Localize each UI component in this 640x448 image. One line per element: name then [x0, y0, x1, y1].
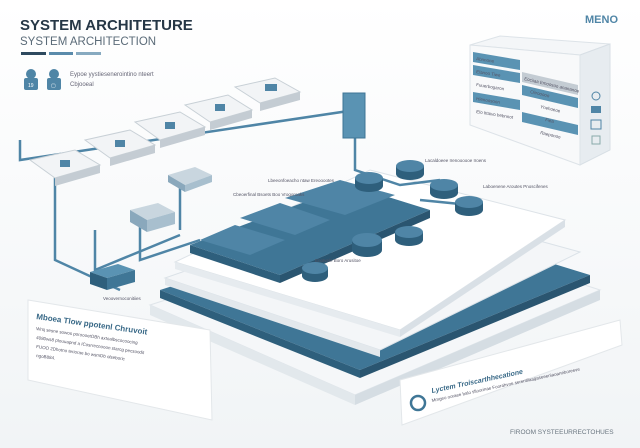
- menu-item[interactable]: Abnnone: [476, 56, 495, 64]
- diagram-label: Lacaldoeee Irenoooooe Iroens: [425, 158, 487, 163]
- server-block[interactable]: [133, 111, 207, 148]
- menu-item[interactable]: Elo Ittaivo bebnnot: [476, 109, 514, 120]
- menu-item[interactable]: Ynehoeoe: [540, 104, 562, 114]
- callout-left: Mboea Tlow ppotenl Chruvoit Wrsj sesne s…: [27, 299, 213, 421]
- service-node[interactable]: [430, 179, 458, 199]
- menu-item[interactable]: Oiirooooo: [530, 89, 551, 98]
- module-block[interactable]: [240, 203, 330, 235]
- divider: [76, 52, 101, 55]
- diagram-label: Laboenene Aroutes Pnoscifenes: [483, 184, 549, 189]
- svg-text:19: 19: [28, 83, 34, 89]
- switch-box: [168, 167, 212, 192]
- service-node[interactable]: [355, 172, 383, 192]
- menu-item[interactable]: Elanoo Tiwe: [476, 69, 501, 78]
- service-node[interactable]: [352, 233, 382, 257]
- service-node[interactable]: [396, 160, 424, 180]
- diagram-label: Enotvale Boro Arusitoe: [315, 258, 361, 263]
- diagram-label: Cbeoerfinal Bsoets Boo Vrogoroaks: [233, 192, 305, 197]
- divider: [21, 52, 46, 55]
- diagram-label: Veoovernoconitiies: [103, 296, 142, 301]
- svg-text:▢: ▢: [51, 83, 56, 89]
- clock-icon: [409, 394, 427, 412]
- page-subtitle: SYSTEM ARCHITECTION: [20, 36, 156, 48]
- menu-item[interactable]: Hienoosoon: [476, 96, 501, 105]
- menu-panel: Abnnone Elanoo Tiwe Fuuerbogaron Hienoos…: [469, 35, 611, 166]
- server-block[interactable]: [83, 129, 157, 166]
- service-node[interactable]: [455, 196, 483, 216]
- calendar-icon[interactable]: [590, 119, 602, 130]
- divider: [49, 52, 73, 55]
- diagram-label: Lbeeonfoeacho ntaw Ereooootes: [268, 178, 335, 183]
- service-node[interactable]: [302, 262, 328, 282]
- menu-item[interactable]: Raeponoo: [540, 130, 562, 140]
- service-nodes: [302, 160, 483, 282]
- server-block[interactable]: [183, 94, 254, 130]
- pillar: [342, 92, 366, 139]
- folder-icon[interactable]: [591, 106, 601, 113]
- switch-box: [130, 203, 175, 232]
- server-block[interactable]: [28, 149, 102, 186]
- legend-text: Cbjooeal: [70, 82, 94, 88]
- callout-text: ngoB884.: [36, 353, 56, 361]
- grid-icon[interactable]: [591, 135, 601, 145]
- module-block[interactable]: [200, 225, 285, 255]
- user-icon: 19: [24, 69, 38, 90]
- server-block[interactable]: [233, 77, 302, 111]
- legend-text: Eypoe yystiesenerointino nteert: [70, 72, 154, 78]
- user-icon: ▢: [47, 69, 61, 90]
- clock-icon[interactable]: [591, 91, 601, 101]
- server-row: [28, 77, 302, 186]
- service-node[interactable]: [395, 226, 423, 246]
- storage-box: [90, 264, 135, 290]
- menu-title: MENO: [585, 14, 618, 26]
- menu-item[interactable]: Fiea: [545, 117, 555, 124]
- menu-item[interactable]: Fuuerbogaron: [476, 82, 505, 91]
- footer-text: FIROOM SYSTEEURRECTOHUES: [510, 429, 614, 436]
- page-title: SYSTEM ARCHITETURE: [20, 17, 193, 34]
